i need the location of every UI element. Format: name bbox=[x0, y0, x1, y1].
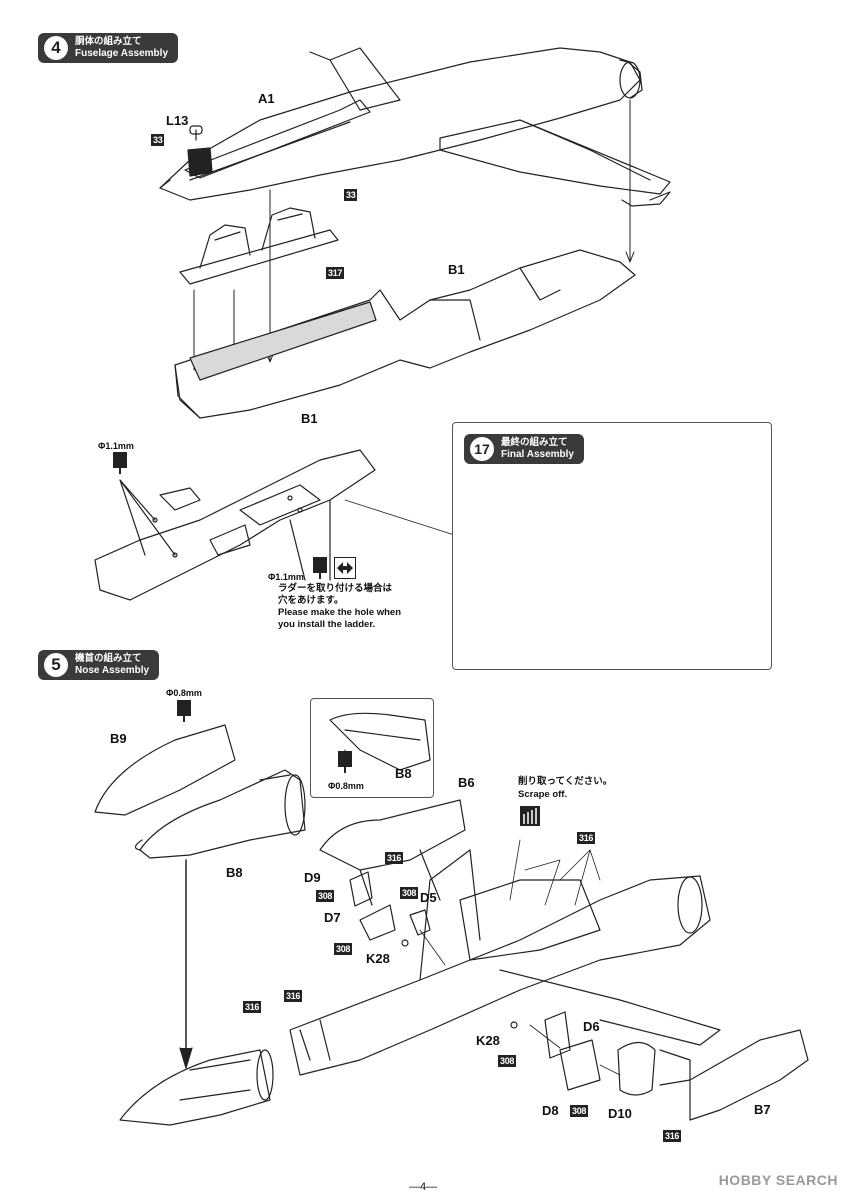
drill-size-0-8mm-b: Φ0.8mm bbox=[328, 781, 364, 791]
paint-badge-308-c: 308 bbox=[334, 943, 353, 955]
paint-badge-317: 317 bbox=[326, 267, 345, 279]
step5-title-en: Nose Assembly bbox=[75, 665, 150, 676]
ladder-note-jp-1: ラダーを取り付ける場合は bbox=[278, 583, 393, 594]
paint-badge-316-a: 316 bbox=[577, 832, 596, 844]
drill-size-0-8mm-a: Φ0.8mm bbox=[166, 688, 202, 698]
part-label-b7: B7 bbox=[754, 1102, 771, 1117]
step4-title-jp: 胴体の組み立て bbox=[75, 36, 142, 47]
paint-badge-308-e: 308 bbox=[570, 1105, 589, 1117]
nose-inset-box bbox=[310, 698, 434, 798]
paint-badge-33-a: 33 bbox=[151, 134, 165, 146]
step4-number: 4 bbox=[44, 36, 68, 60]
part-label-d10: D10 bbox=[608, 1106, 632, 1121]
part-label-d7: D7 bbox=[324, 910, 341, 925]
step5-title-jp: 機首の組み立て bbox=[75, 653, 142, 664]
scrape-icon bbox=[520, 806, 540, 826]
paint-badge-308-a: 308 bbox=[316, 890, 335, 902]
paint-badge-316-c: 316 bbox=[243, 1001, 262, 1013]
part-label-k28-upper: K28 bbox=[366, 951, 390, 966]
nose-b9-b8-drawing bbox=[94, 724, 306, 1069]
drill-icon bbox=[177, 700, 191, 722]
part-label-b8: B8 bbox=[226, 865, 243, 880]
part-label-b1-lower: B1 bbox=[448, 262, 465, 277]
watermark-text: HOBBY SEARCH bbox=[718, 1172, 838, 1188]
part-label-b8-inset: B8 bbox=[395, 766, 412, 781]
ladder-note-en-1: Please make the hole when bbox=[278, 607, 402, 618]
ladder-note-jp-2: 穴をあけます。 bbox=[278, 595, 344, 606]
ejection-seats-drawing bbox=[179, 207, 339, 285]
step17-header: 17 最終の組み立て Final Assembly bbox=[464, 434, 584, 464]
paint-badge-316-b: 316 bbox=[385, 852, 404, 864]
part-label-b6: B6 bbox=[458, 775, 475, 790]
part-label-d8: D8 bbox=[542, 1103, 559, 1118]
b1-drill-detail-drawing bbox=[94, 449, 376, 601]
drill-icon bbox=[313, 557, 327, 579]
ladder-note-en-2: you install the ladder. bbox=[278, 619, 376, 630]
part-label-d5: D5 bbox=[420, 890, 437, 905]
scrape-note-jp: 削り取ってください。 bbox=[518, 776, 613, 787]
main-airframe-step5-drawing bbox=[289, 799, 721, 1076]
page-number: —4— bbox=[408, 1181, 438, 1193]
step4-header: 4 胴体の組み立て Fuselage Assembly bbox=[38, 33, 179, 63]
drill-size-1-1mm-b: Φ1.1mm bbox=[268, 572, 304, 582]
paint-badge-33-b: 33 bbox=[344, 189, 358, 201]
part-label-l13: L13 bbox=[166, 113, 189, 128]
small-parts-step5-drawing bbox=[349, 871, 809, 1121]
leader-lines-step5 bbox=[419, 839, 621, 1076]
paint-badge-308-b: 308 bbox=[400, 887, 419, 899]
paint-badge-308-d: 308 bbox=[498, 1055, 517, 1067]
part-label-b9: B9 bbox=[110, 731, 127, 746]
step5-header: 5 機首の組み立て Nose Assembly bbox=[38, 650, 160, 680]
step17-number: 17 bbox=[470, 437, 494, 461]
step5-number: 5 bbox=[44, 653, 68, 677]
step17-title-en: Final Assembly bbox=[501, 449, 574, 460]
drill-icon bbox=[338, 751, 352, 773]
paint-badge-316-d: 316 bbox=[284, 990, 303, 1002]
lower-fuselage-b1-drawing bbox=[174, 249, 636, 419]
double-arrow-icon bbox=[334, 557, 356, 579]
nose-assembled-drawing bbox=[119, 1049, 274, 1126]
part-label-a1: A1 bbox=[258, 91, 275, 106]
part-label-d6: D6 bbox=[583, 1019, 600, 1034]
drill-icon bbox=[113, 452, 127, 474]
step4-title-en: Fuselage Assembly bbox=[75, 48, 169, 59]
part-label-k28-lower: K28 bbox=[476, 1033, 500, 1048]
drill-size-1-1mm-a: Φ1.1mm bbox=[98, 441, 134, 451]
part-label-d9: D9 bbox=[304, 870, 321, 885]
scrape-note-en: Scrape off. bbox=[518, 789, 568, 800]
upper-fuselage-a1-drawing bbox=[159, 47, 671, 207]
paint-badge-316-e: 316 bbox=[663, 1130, 682, 1142]
step17-title-jp: 最終の組み立て bbox=[501, 437, 568, 448]
part-label-b1-detail: B1 bbox=[301, 411, 318, 426]
